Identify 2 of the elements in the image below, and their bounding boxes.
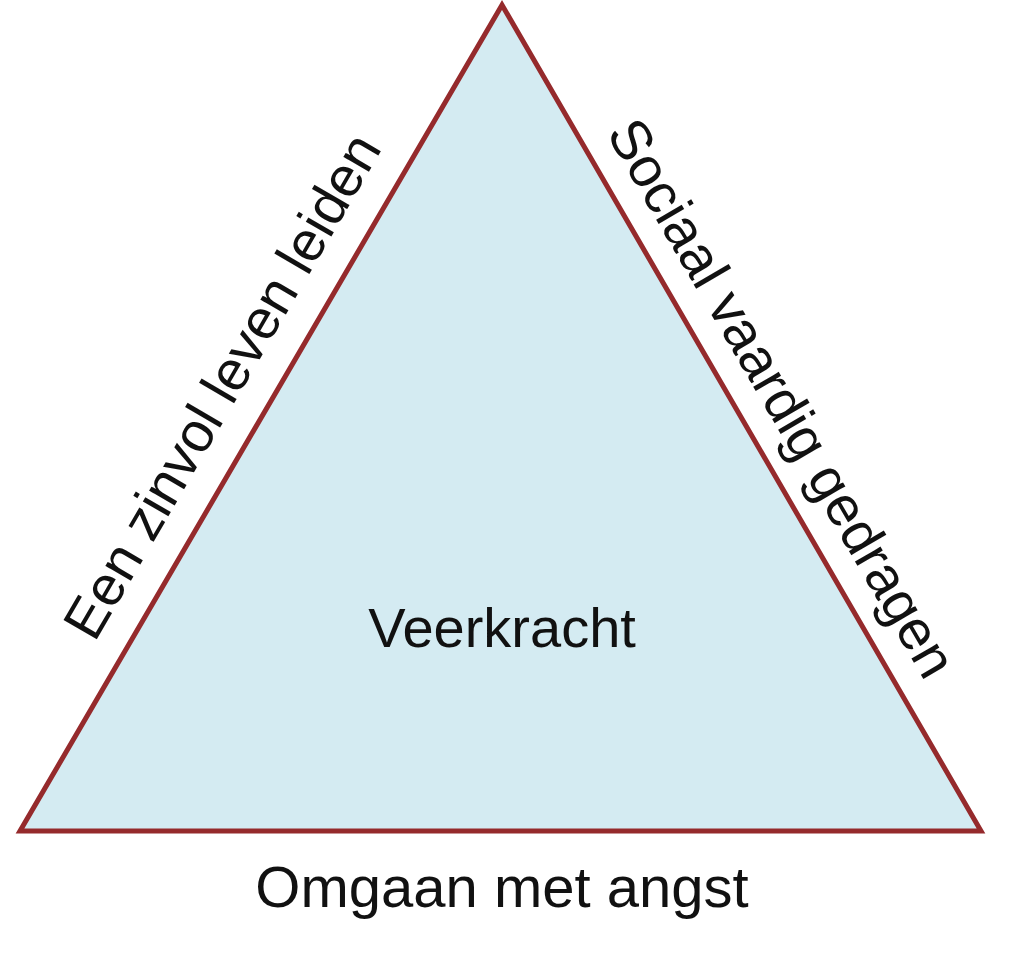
center-text: Veerkracht bbox=[368, 597, 636, 659]
base-label: Omgaan met angst bbox=[255, 855, 749, 919]
